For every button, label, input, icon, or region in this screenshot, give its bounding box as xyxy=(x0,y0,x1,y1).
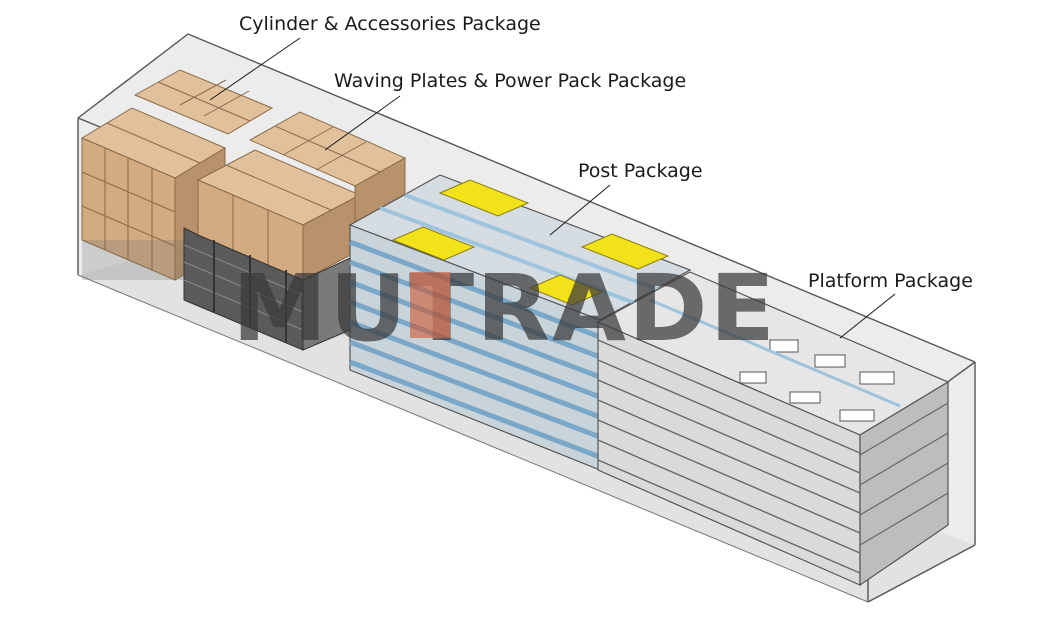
platform-package-stack xyxy=(596,271,950,587)
label-post-package: Post Package xyxy=(578,160,703,182)
leader-line-waving xyxy=(324,95,401,151)
watermark-accent-mark xyxy=(410,272,450,338)
watermark: MUTRADE xyxy=(232,255,777,362)
label-cylinder-accessories: Cylinder & Accessories Package xyxy=(239,13,541,35)
post-highlight-1 xyxy=(438,179,530,217)
container-edge-top xyxy=(77,33,976,363)
container-edge-bottom xyxy=(77,274,869,603)
waving-plates-cartons xyxy=(196,111,407,281)
label-platform-package: Platform Package xyxy=(808,270,973,292)
watermark-text: MUTRADE xyxy=(232,255,777,362)
container-edge-bottom-right xyxy=(867,544,976,603)
leader-lines xyxy=(209,37,896,339)
leader-line-cylinder xyxy=(209,37,301,101)
post-highlight-2 xyxy=(391,226,476,261)
post-highlight-3 xyxy=(580,233,670,270)
post-highlight-4 xyxy=(528,274,604,306)
leader-line-platform xyxy=(839,293,896,339)
label-waving-plates: Waving Plates & Power Pack Package xyxy=(334,70,686,92)
leader-line-post xyxy=(549,184,611,236)
